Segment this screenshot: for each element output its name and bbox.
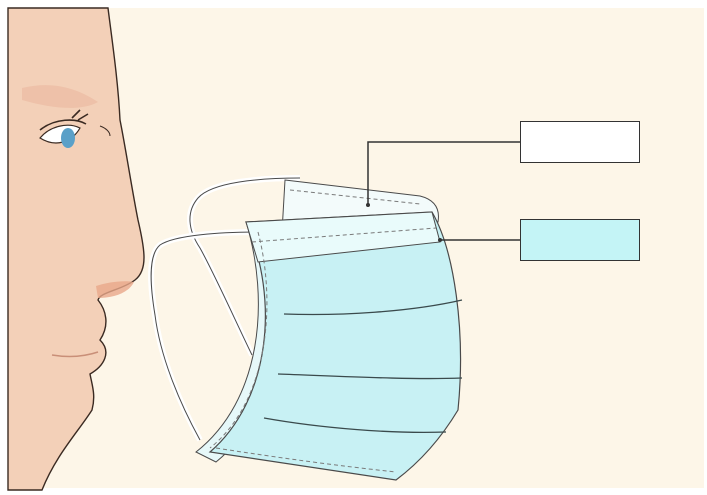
label-box-inner-layer	[520, 121, 640, 163]
leader-dot-inner	[366, 203, 370, 207]
label-box-outer-layer	[520, 219, 640, 261]
eye-iris	[61, 128, 75, 148]
leader-dot-outer	[438, 238, 442, 242]
